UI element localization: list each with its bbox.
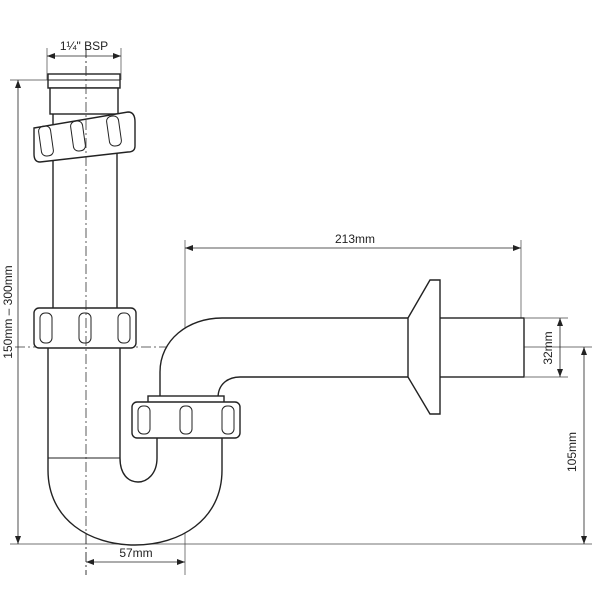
top-slip-nut bbox=[33, 111, 136, 163]
middle-nut bbox=[33, 307, 137, 349]
outlet-diameter-label: 32mm bbox=[541, 331, 555, 364]
outlet-diameter-dimension: 32mm bbox=[541, 318, 563, 377]
outlet-height-dimension: 105mm bbox=[565, 347, 587, 544]
trap-offset-dimension: 57mm bbox=[86, 546, 185, 565]
inlet-dimension: 1¼" BSP bbox=[47, 39, 121, 59]
trap-offset-label: 57mm bbox=[119, 546, 152, 560]
wall-flange bbox=[407, 279, 441, 415]
inlet-neck bbox=[49, 87, 119, 115]
height-range-dimension: 150mm – 300mm bbox=[1, 80, 21, 544]
u-bend bbox=[47, 344, 223, 546]
outlet-elbow bbox=[159, 317, 421, 399]
lower-nut bbox=[131, 395, 241, 439]
inlet-collar bbox=[47, 73, 121, 89]
outlet-height-label: 105mm bbox=[565, 432, 579, 472]
outlet-pipe bbox=[435, 317, 525, 378]
outlet-length-dimension: 213mm bbox=[185, 232, 521, 251]
height-range-label: 150mm – 300mm bbox=[1, 265, 15, 358]
outlet-length-label: 213mm bbox=[335, 232, 375, 246]
inlet-thread-label: 1¼" BSP bbox=[60, 39, 108, 53]
